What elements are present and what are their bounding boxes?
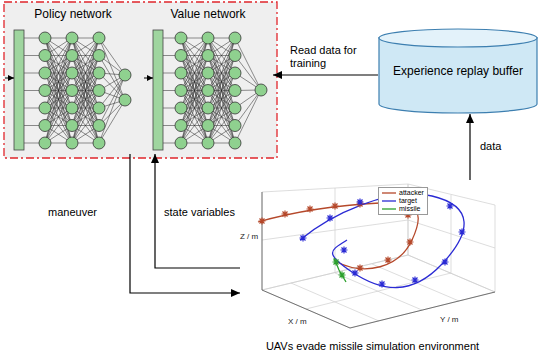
- legend-row: target: [382, 197, 424, 205]
- weight-line: [181, 91, 208, 144]
- neuron: [229, 85, 241, 97]
- flow-arrow: [273, 74, 378, 75]
- axis-label: Y / m: [440, 315, 459, 324]
- neuron: [175, 137, 187, 149]
- neuron: [202, 85, 214, 97]
- neuron: [39, 50, 51, 62]
- neuron: [175, 67, 187, 79]
- weight-line: [235, 38, 261, 90]
- legend-text: missile: [399, 205, 420, 213]
- flow-arrow: [130, 154, 240, 293]
- neuron: [229, 67, 241, 79]
- weight-line: [181, 38, 208, 91]
- neuron: [202, 120, 214, 132]
- neuron: [39, 67, 51, 79]
- weight-line: [181, 91, 208, 144]
- weight-line: [72, 91, 99, 144]
- weight-line: [45, 38, 72, 91]
- neuron: [66, 102, 78, 114]
- network-panel: Value network: [143, 4, 273, 154]
- neuron: [202, 32, 214, 44]
- neuron: [66, 50, 78, 62]
- flow-arrow: [469, 114, 470, 180]
- plot-caption: UAVs evade missile simulation environmen…: [266, 340, 479, 353]
- edge-label: maneuver: [46, 206, 99, 219]
- neuron: [202, 137, 214, 149]
- neuron: [175, 120, 187, 132]
- neuron: [229, 102, 241, 114]
- neuron: [39, 137, 51, 149]
- neuron: [66, 67, 78, 79]
- neural-network-drawing: [5, 30, 267, 150]
- neuron: [255, 84, 267, 96]
- neuron: [229, 50, 241, 62]
- neuron: [175, 50, 187, 62]
- neuron: [39, 32, 51, 44]
- axis-label: X / m: [288, 317, 307, 326]
- flow-arrow: [155, 154, 240, 268]
- weight-line: [45, 91, 72, 144]
- weight-line: [208, 38, 235, 91]
- network-frame: [4, 2, 277, 158]
- neuron: [66, 137, 78, 149]
- neuron: [93, 32, 105, 44]
- panel-title: Policy network: [34, 7, 111, 21]
- weight-line: [72, 91, 99, 144]
- neuron: [66, 120, 78, 132]
- weight-line: [235, 90, 261, 143]
- neuron: [229, 137, 241, 149]
- edge-label: data: [478, 140, 503, 153]
- neuron: [39, 120, 51, 132]
- neuron: [175, 85, 187, 97]
- input-layer: [14, 30, 24, 150]
- weight-line: [208, 91, 235, 144]
- neuron: [93, 50, 105, 62]
- neuron: [119, 94, 131, 106]
- edge-label: Read data for training: [288, 44, 374, 70]
- weight-line: [208, 38, 235, 91]
- weight-line: [181, 38, 208, 91]
- legend-line-sample: [382, 190, 396, 196]
- neuron: [39, 102, 51, 114]
- input-arrow: [5, 78, 14, 79]
- legend-text: target: [399, 197, 417, 205]
- panel-title: Value network: [170, 7, 245, 21]
- neuron: [93, 120, 105, 132]
- legend-text: attacker: [399, 189, 424, 197]
- neuron: [66, 85, 78, 97]
- neuron: [93, 137, 105, 149]
- legend-row: attacker: [382, 189, 424, 197]
- neuron: [93, 67, 105, 79]
- input-layer: [153, 30, 163, 150]
- edge-label: state variables: [162, 206, 237, 219]
- neuron: [202, 67, 214, 79]
- weight-line: [72, 38, 99, 91]
- weight-line: [208, 91, 235, 144]
- network-panel: Policy network: [8, 4, 138, 154]
- input-arrow: [144, 78, 153, 79]
- buffer-label: Experience replay buffer: [393, 64, 523, 78]
- neuron: [66, 32, 78, 44]
- neuron: [229, 32, 241, 44]
- neuron: [202, 102, 214, 114]
- axis-label: Z / m: [240, 232, 258, 241]
- buffer-cylinder: Experience replay buffer: [378, 28, 538, 114]
- plot-3d: [258, 184, 495, 328]
- plot-legend: attackertargetmissile: [378, 187, 428, 215]
- legend-row: missile: [382, 205, 424, 213]
- neuron: [39, 85, 51, 97]
- neuron: [119, 69, 131, 81]
- neuron: [93, 102, 105, 114]
- weight-line: [72, 38, 99, 91]
- legend-line-sample: [382, 206, 396, 212]
- neuron: [93, 85, 105, 97]
- neuron: [202, 50, 214, 62]
- neuron: [175, 32, 187, 44]
- simulation-plot: UAVs evade missile simulation environmen…: [240, 180, 505, 356]
- neuron: [175, 102, 187, 114]
- legend-line-sample: [382, 198, 396, 204]
- neuron: [229, 120, 241, 132]
- weight-line: [45, 91, 72, 144]
- weight-line: [45, 38, 72, 91]
